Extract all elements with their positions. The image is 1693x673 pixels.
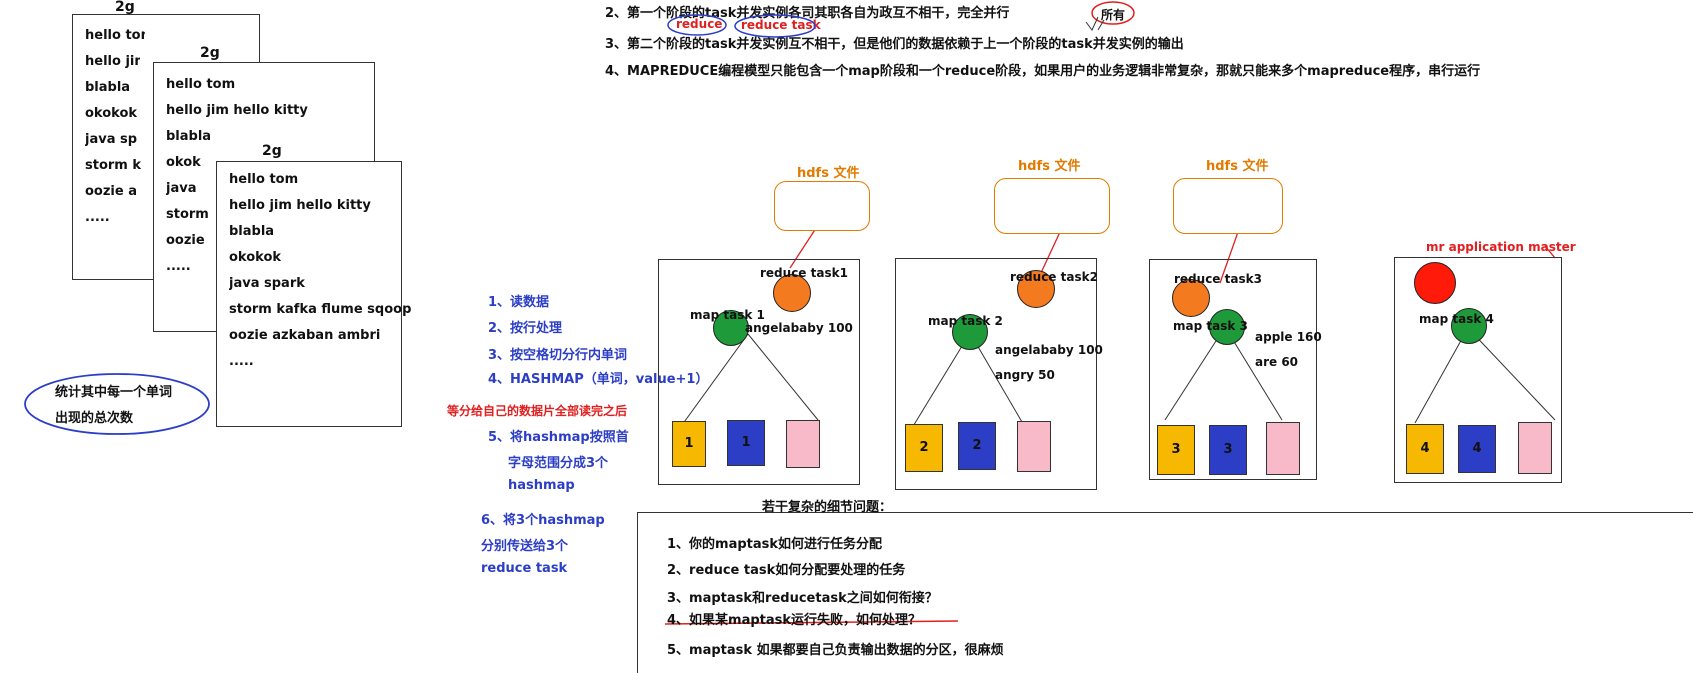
kv-1-1: angelababy 100	[745, 321, 853, 335]
reduce-task-label-1: reduce task1	[760, 266, 848, 280]
red-note: 等分给自己的数据片全部读完之后	[447, 404, 628, 418]
file-line: .....	[85, 210, 110, 225]
file-line: okokok	[85, 106, 138, 121]
file-line: oozie a	[85, 184, 137, 199]
step-6-line-3: reduce task	[481, 561, 568, 576]
partition-1-1: 1	[672, 421, 706, 467]
kv-3-2: are 60	[1255, 355, 1299, 369]
reduce-task-label-3: reduce task3	[1174, 272, 1262, 286]
reduce-node-3	[1172, 279, 1210, 317]
goal-line-1: 统计其中每一个单词	[55, 385, 173, 400]
file-line: .....	[166, 259, 191, 274]
file-line: oozie	[166, 233, 205, 248]
file-line: hello tom	[85, 28, 145, 43]
reduce-node-2	[1017, 270, 1055, 308]
partition-3-1: 3	[1157, 425, 1195, 475]
reduce-node-1	[773, 274, 811, 312]
partition-4-1: 4	[1406, 424, 1444, 474]
partition-2-1: 2	[905, 424, 943, 472]
map-task-label-1: map task 1	[690, 308, 765, 322]
step-2: 2、按行处理	[488, 321, 563, 336]
note-2: 2、第一个阶段的task并发实例各司其职各自为政互不相干，完全并行	[605, 6, 1010, 21]
file-line: storm k	[85, 158, 142, 173]
map-task-label-4: map task 4	[1419, 312, 1494, 326]
file-line: hello jim	[85, 54, 140, 69]
issues-title: 若干复杂的细节问题：	[762, 500, 893, 515]
task-box-3	[1149, 259, 1317, 480]
kv-3-1: apple 160	[1255, 330, 1322, 344]
file-line: hello jim hello kitty	[166, 103, 308, 118]
kv-2-1: angelababy 100	[995, 343, 1103, 357]
hdfs-label-1: hdfs 文件	[797, 166, 860, 181]
step-5-line-3: hashmap	[508, 478, 575, 493]
step-5-line-1: 5、将hashmap按照首	[488, 430, 629, 445]
partition-4-3	[1518, 422, 1552, 474]
step-5-line-2: 字母范围分成3个	[508, 456, 609, 471]
task-box-1	[658, 259, 860, 485]
hdfs-label-2: hdfs 文件	[1018, 159, 1081, 174]
partition-4-2: 4	[1458, 425, 1496, 473]
issues-panel	[637, 512, 1693, 673]
step-1: 1、读数据	[488, 295, 550, 310]
task-box-4	[1394, 257, 1562, 483]
file-line: hello tom	[166, 77, 236, 92]
step-4: 4、HASHMAP（单词，value+1）	[488, 372, 709, 387]
issue-1: 1、你的maptask如何进行任务分配	[667, 537, 883, 552]
partition-3-2: 3	[1209, 425, 1247, 475]
goal-line-2: 出现的总次数	[55, 411, 134, 426]
map-node-3	[1209, 309, 1245, 345]
file-size: 2g	[262, 143, 282, 159]
issue-4: 4、如果某maptask运行失败，如何处理？	[667, 613, 922, 628]
file-page-3: 2g hello tom hello jim hello kitty blabl…	[216, 143, 411, 427]
file-line: java sp	[85, 132, 138, 147]
task-box-2	[895, 258, 1097, 490]
step-6-line-1: 6、将3个hashmap	[481, 513, 605, 528]
annotation-reduce: reduce	[676, 17, 723, 31]
file-line: oozie azkaban ambri	[229, 328, 381, 343]
file-line: storm	[166, 207, 209, 222]
map-node-2	[952, 314, 988, 350]
file-line: blabla	[85, 80, 131, 95]
hdfs-label-3: hdfs 文件	[1206, 159, 1269, 174]
file-line: blabla	[229, 224, 275, 239]
issue-5: 5、maptask 如果都要自己负责输出数据的分区，很麻烦	[667, 643, 1004, 658]
annotation-all: 所有	[1101, 8, 1126, 22]
file-size: 2g	[115, 0, 135, 15]
file-line: storm kafka flume sqoop	[229, 302, 412, 317]
partition-2-2: 2	[958, 422, 996, 470]
file-line: hello jim hello kitty	[229, 198, 371, 213]
map-task-label-2: map task 2	[928, 314, 1003, 328]
reduce-task-label-2: reduce task2	[1010, 270, 1098, 284]
partition-1-2: 1	[727, 420, 765, 466]
note-4: 4、MAPREDUCE编程模型只能包含一个map阶段和一个reduce阶段，如果…	[605, 64, 1481, 79]
file-line: .....	[229, 354, 254, 369]
file-line: hello tom	[229, 172, 299, 187]
step-3: 3、按空格切分行内单词	[488, 348, 628, 363]
annotation-reduce-task: reduce task	[741, 18, 821, 32]
partition-2-3	[1017, 421, 1051, 472]
file-line: okok	[166, 155, 201, 170]
file-line: java spark	[229, 276, 305, 291]
app-master-node	[1414, 262, 1456, 304]
file-line: okokok	[229, 250, 282, 265]
map-node-1	[713, 310, 749, 346]
map-task-label-3: map task 3	[1173, 319, 1248, 333]
kv-2-2: angry 50	[995, 368, 1055, 382]
step-6-line-2: 分别传送给3个	[481, 539, 569, 554]
issue-2: 2、reduce task如何分配要处理的任务	[667, 563, 906, 578]
hdfs-file-3	[1173, 178, 1283, 234]
partition-3-3	[1266, 422, 1300, 475]
hdfs-file-2	[994, 178, 1110, 234]
file-line: blabla	[166, 129, 212, 144]
partition-1-3	[786, 420, 820, 468]
issue-3: 3、maptask和reducetask之间如何衔接？	[667, 591, 938, 606]
app-master-label: mr application master	[1426, 240, 1576, 254]
hdfs-file-1	[774, 181, 870, 231]
map-node-4	[1451, 308, 1487, 344]
file-size: 2g	[200, 45, 220, 61]
file-line: java	[166, 181, 197, 196]
note-3: 3、第二个阶段的task并发实例互不相干，但是他们的数据依赖于上一个阶段的tas…	[605, 37, 1184, 52]
